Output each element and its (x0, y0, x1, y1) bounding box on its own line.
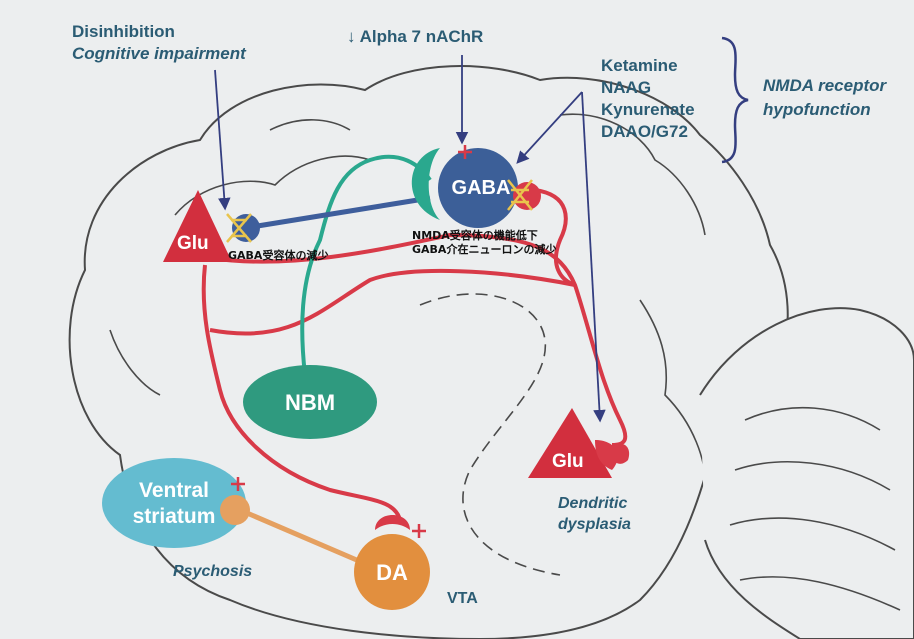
cerebellum-fold (729, 517, 896, 551)
red-pathway-gaba-right (534, 188, 576, 287)
da-circle (354, 534, 430, 610)
nbm-ellipse (243, 365, 377, 439)
label-ketamine: Ketamine (601, 56, 678, 75)
glu-right-spine (612, 443, 630, 464)
cerebellum-fold (739, 576, 901, 611)
label-alpha7: ↓ Alpha 7 nAChR (347, 27, 484, 46)
gaba-circle (438, 148, 518, 228)
ventral-striatum-receptor (220, 495, 250, 525)
brain-fold (269, 119, 351, 131)
ventral-striatum-ellipse (102, 458, 246, 548)
plus-sign (412, 524, 426, 538)
label-psychosis: Psychosis (173, 563, 253, 580)
receptor-x-mark (226, 213, 252, 243)
glu-right-triangle (528, 408, 612, 478)
plus-sign (458, 145, 472, 159)
annotation-nmda-loss: NMDA受容体の機能低下 (412, 229, 538, 242)
label-dysplasia: dysplasia (558, 516, 631, 533)
arrow-disinhibition (214, 69, 231, 211)
gaba-label: GABA (451, 177, 511, 199)
label-kynurenate: Kynurenate (601, 100, 695, 119)
arrow-drugs-glu (581, 91, 606, 423)
brain-fold (559, 113, 706, 236)
glu-left-label: Glu (177, 233, 209, 254)
teal-pathway-nbm-to-gaba (300, 154, 432, 376)
red-pathway-glu-to-da (201, 264, 402, 521)
label-disinhibition: Disinhibition (72, 22, 175, 41)
nbm-label: NBM (284, 390, 336, 415)
red-pathway-gaba-loop (209, 268, 576, 336)
da-label: DA (376, 560, 408, 585)
da-red-receptor (375, 515, 410, 530)
label-dendritic: Dendritic (558, 495, 628, 512)
brain-fold (109, 329, 161, 396)
glu-left-triangle (163, 190, 232, 262)
cerebellum-outline (699, 307, 914, 639)
annotation-gaba-neuron-loss: GABA介在ニューロンの減少 (412, 243, 557, 256)
red-pathway-to-glu-right (209, 232, 628, 447)
brain-outline (68, 65, 789, 639)
gaba-teal-crescent (411, 148, 440, 220)
annotation-gaba-receptor-loss: GABA受容体の減少 (228, 249, 329, 262)
brain-fold (174, 155, 371, 216)
ventricle-dashed (419, 293, 561, 576)
label-hypofunction: hypofunction (763, 100, 871, 119)
nmda-bracket (721, 36, 749, 164)
label-vta: VTA (447, 590, 478, 607)
gaba-x-mark (507, 179, 533, 211)
blue-pathway-glu-gaba (244, 195, 431, 231)
cerebellum-fold (734, 461, 891, 491)
cerebellum-fold (744, 406, 881, 431)
label-cognitive-impairment: Cognitive impairment (72, 44, 246, 63)
arrow-drugs-gaba (516, 91, 583, 164)
plus-sign (231, 477, 245, 491)
ventral-label-2: striatum (132, 505, 216, 528)
label-nmda-receptor: NMDA receptor (763, 76, 887, 95)
glu-right-label: Glu (552, 451, 584, 472)
label-daao-g72: DAAO/G72 (601, 122, 688, 141)
ventral-label-1: Ventral (138, 479, 210, 502)
label-naag: NAAG (601, 78, 652, 97)
